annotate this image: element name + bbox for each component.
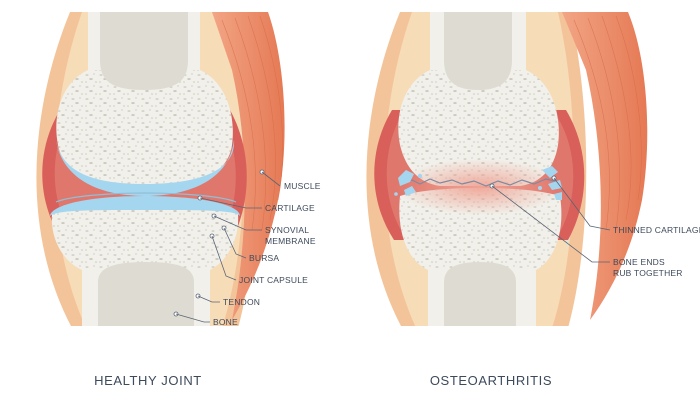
- oa-tibia-shaft-core: [444, 262, 516, 328]
- label-synovial-2: MEMBRANE: [265, 236, 316, 246]
- label-muscle: MUSCLE: [284, 181, 321, 191]
- oa-inflammation-glow: [396, 159, 564, 215]
- oa-bottom-mask: [370, 326, 660, 330]
- label-bursa: BURSA: [249, 253, 279, 263]
- muscle-fibers: [221, 15, 283, 231]
- caption-osteoarthritis: OSTEOARTHRITIS: [430, 373, 552, 388]
- oa-cartilage-fragments: [394, 166, 562, 200]
- oa-muscle-fibers: [573, 15, 642, 231]
- oa-femur-marrow: [398, 70, 559, 186]
- osteoarthritis-joint: [366, 12, 660, 330]
- label-bone-ends-1: BONE ENDS: [613, 257, 665, 267]
- healthy-labels: MUSCLE CARTILAGE SYNOVIAL MEMBRANE BURSA…: [213, 181, 321, 327]
- label-bone: BONE: [213, 317, 238, 327]
- femur-marrow: [56, 70, 233, 190]
- muscle-shape: [212, 12, 285, 320]
- upper-cartilage: [56, 140, 235, 196]
- label-tendon: TENDON: [223, 297, 260, 307]
- joint-line: [55, 192, 237, 203]
- label-bone-ends-2: RUB TOGETHER: [613, 268, 683, 278]
- label-synovial-1: SYNOVIAL: [265, 225, 309, 235]
- healthy-joint: [36, 12, 285, 330]
- healthy-leaders: [173, 169, 281, 323]
- label-joint-capsule: JOINT CAPSULE: [239, 275, 308, 285]
- tibia-shaft-core: [98, 262, 194, 328]
- label-thinned-cartilage: THINNED CARTILAGE: [613, 225, 700, 235]
- healthy-bottom-mask: [40, 326, 280, 330]
- tibia-marrow: [51, 204, 239, 270]
- osteo-labels: THINNED CARTILAGE BONE ENDS RUB TOGETHER: [613, 225, 700, 278]
- osteo-leaders: [489, 175, 611, 263]
- femur-shaft-core: [100, 12, 188, 90]
- lower-cartilage: [50, 196, 240, 216]
- oa-rough-joint-line: [401, 178, 559, 187]
- label-cartilage: CARTILAGE: [265, 203, 315, 213]
- caption-healthy-joint: HEALTHY JOINT: [94, 373, 202, 388]
- oa-femur-shaft-core: [444, 12, 512, 90]
- oa-muscle-shape: [562, 12, 648, 320]
